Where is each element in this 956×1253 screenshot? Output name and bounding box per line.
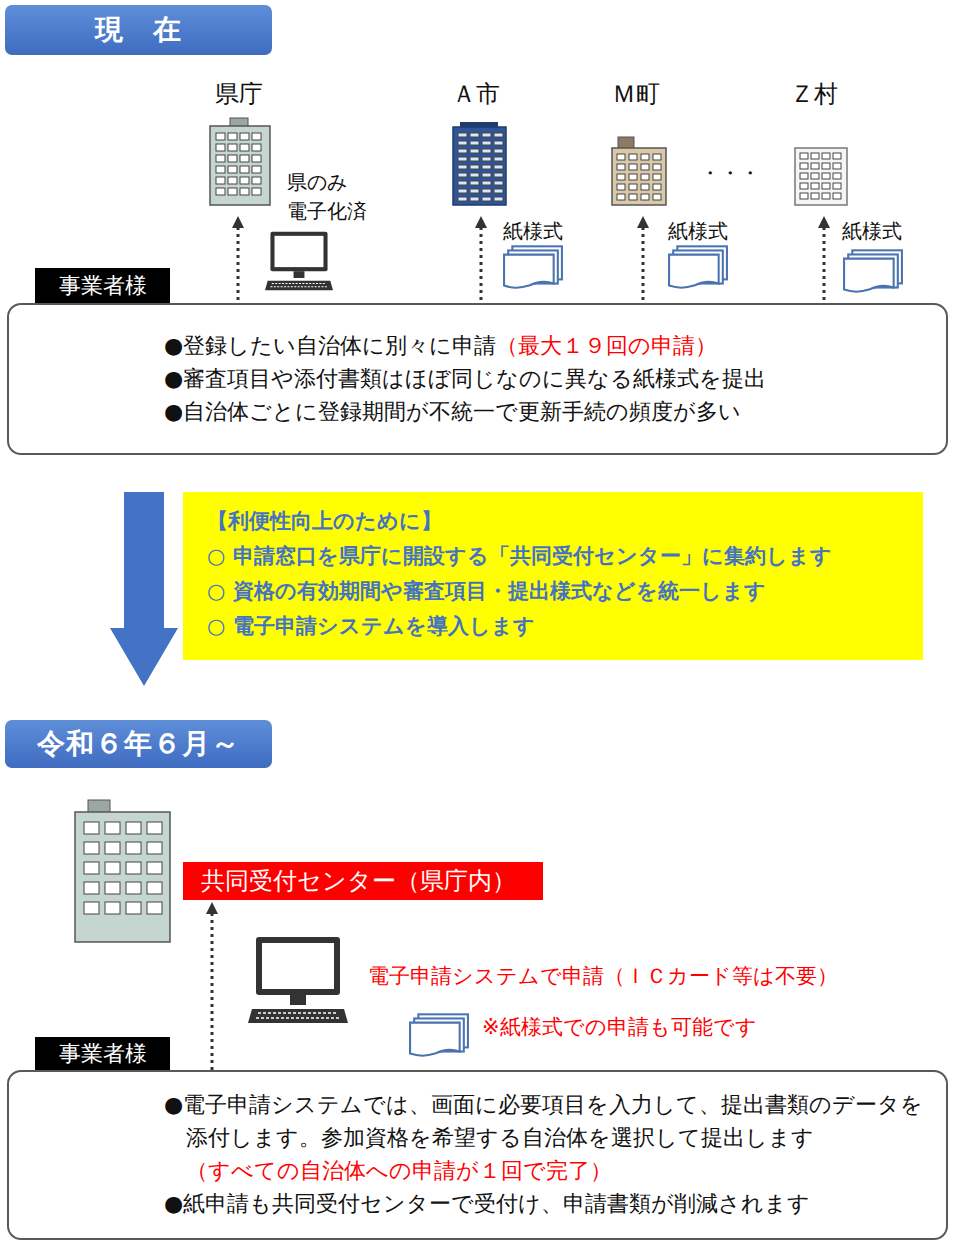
label-text: 県のみ 電子化済	[287, 168, 373, 226]
text-line: ●登録したい自治体に別々に申請（最大１９回の申請）	[164, 329, 938, 362]
node-text: ●紙申請も共同受付センターで受付け、申請書類が削減されます	[164, 1191, 810, 1216]
center-box: 共同受付センター（県庁内）	[183, 862, 543, 900]
text-line: 【利便性向上のために】	[207, 504, 903, 539]
text-line: ○ 資格の有効期間や審査項目・提出様式などを統一します	[207, 574, 903, 609]
situation-box: ●電子申請システムでは、画面に必要項目を入力して、提出書類のデータを添付します。…	[7, 1070, 948, 1240]
text-line: ○ 申請窓口を県庁に開設する「共同受付センター」に集約します	[207, 539, 903, 574]
label-text: ※紙様式での申請も可能です	[482, 1013, 757, 1041]
situation-box: ●登録したい自治体に別々に申請（最大１９回の申請） ●審査項目や添付書類はほぼ同じ…	[7, 303, 948, 455]
label-text: ・・・	[700, 160, 760, 187]
text-line: 現 在	[95, 11, 182, 49]
text-line: ●電子申請システムでは、画面に必要項目を入力して、提出書類のデータを添付します。…	[164, 1088, 938, 1154]
text-line: ●自治体ごとに登録期間が不統一で更新手続の頻度が多い	[164, 395, 938, 428]
text-line: ●紙申請も共同受付センターで受付け、申請書類が削減されます	[164, 1187, 938, 1220]
submit-arrow	[211, 908, 214, 1070]
node-text: 現 在	[95, 13, 182, 46]
node-text: ●電子申請システムでは、画面に必要項目を入力して、提出書類のデータを添付します。…	[164, 1092, 923, 1150]
text-line: 令和６年６月～	[37, 725, 240, 763]
node-text: （最大１９回の申請）	[496, 333, 717, 358]
paper-form-icon	[410, 1014, 468, 1055]
computer-icon	[248, 937, 348, 1023]
label-text: 紙様式	[842, 218, 902, 245]
paper-form-icon	[504, 246, 562, 287]
improvement-box: 【利便性向上のために】 ○ 申請窓口を県庁に開設する「共同受付センター」に集約しま…	[183, 492, 923, 660]
section-header: 現 在	[5, 5, 272, 55]
label-text: 紙様式	[668, 218, 728, 245]
transition-arrow	[110, 492, 178, 686]
computer-icon	[265, 232, 333, 290]
node-text: ●自治体ごとに登録期間が不統一で更新手続の頻度が多い	[164, 399, 741, 424]
label-text: Ｚ村	[790, 78, 838, 110]
label-text: Ａ市	[452, 78, 500, 110]
text-line: 共同受付センター（県庁内）	[201, 865, 516, 897]
actor-label: 事業者様	[35, 268, 170, 303]
actor-label: 事業者様	[35, 1037, 170, 1071]
town-building	[612, 137, 666, 205]
prefecture-building	[75, 800, 170, 942]
label-text: 県庁	[215, 78, 263, 110]
section-header: 令和６年６月～	[5, 720, 272, 768]
node-text: 事業者様	[59, 1041, 147, 1066]
text-line: （すべての自治体への申請が１回で完了）	[164, 1154, 938, 1187]
text-line: 事業者様	[59, 1039, 147, 1069]
node-text: 【利便性向上のために】	[207, 509, 442, 533]
node-text: ●審査項目や添付書類はほぼ同じなのに異なる紙様式を提出	[164, 366, 766, 391]
label-text: Ｍ町	[612, 78, 660, 110]
prefecture-building	[210, 118, 270, 205]
node-text: 事業者様	[59, 273, 147, 298]
text-line: ○ 電子申請システムを導入します	[207, 609, 903, 644]
text-line: ●審査項目や添付書類はほぼ同じなのに異なる紙様式を提出	[164, 362, 938, 395]
node-text: 共同受付センター（県庁内）	[201, 867, 516, 895]
node-text: ○ 電子申請システムを導入します	[207, 614, 535, 638]
node-text: ○ 申請窓口を県庁に開設する「共同受付センター」に集約します	[207, 544, 832, 568]
node-text: ●登録したい自治体に別々に申請	[164, 333, 496, 358]
village-building	[795, 148, 847, 205]
paper-form-icon	[669, 246, 727, 287]
label-text: 紙様式	[503, 218, 563, 245]
node-text: （すべての自治体への申請が１回で完了）	[186, 1158, 612, 1183]
node-text: ○ 資格の有効期間や審査項目・提出様式などを統一します	[207, 579, 766, 603]
paper-form-icon	[844, 250, 902, 291]
node-text: 令和６年６月～	[37, 727, 240, 760]
label-text: 電子申請システムで申請（ＩＣカード等は不要）	[368, 962, 838, 990]
city-building	[453, 122, 506, 205]
text-line: 事業者様	[59, 271, 147, 301]
